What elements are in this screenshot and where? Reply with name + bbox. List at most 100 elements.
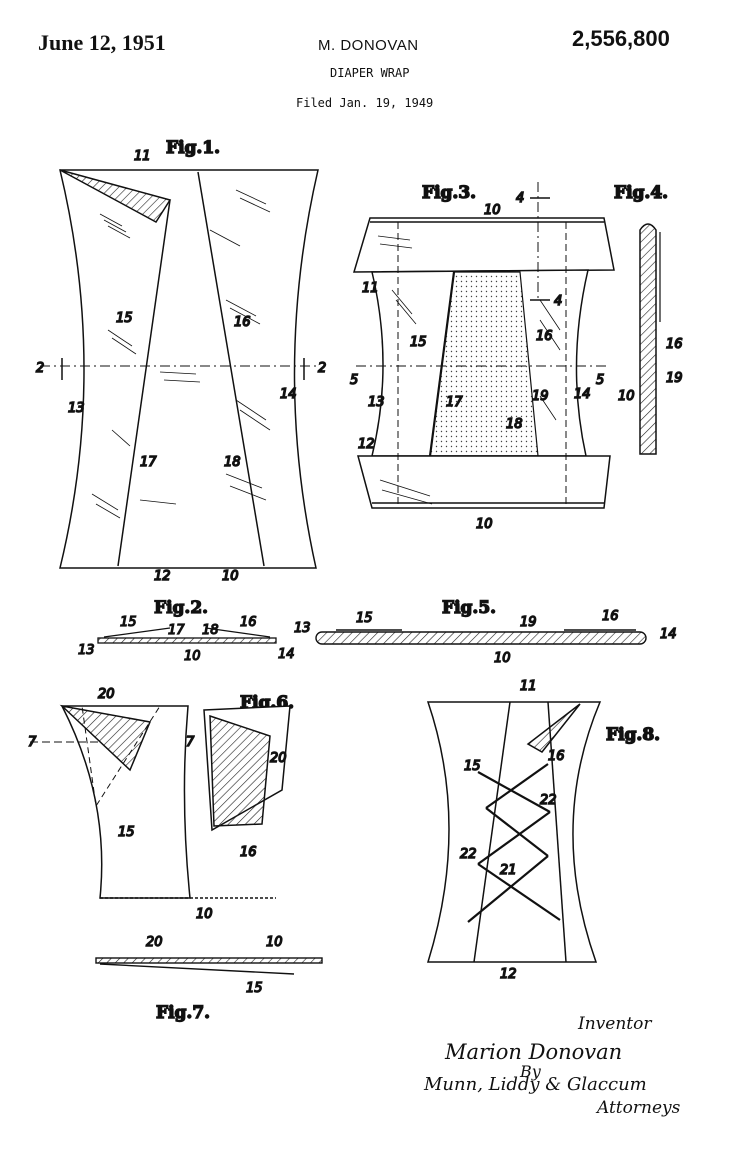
ref-19-fig5: 19: [520, 615, 537, 630]
ref-20-fig7: 20: [146, 935, 163, 950]
ref-13: 13: [68, 401, 85, 416]
ref-11-fig3: 11: [362, 281, 379, 296]
ref-16-fig2: 16: [240, 615, 257, 630]
attorney-firm-signature: Munn, Liddy & Glaccum: [424, 1074, 647, 1095]
inventor-header: M. DONOVAN: [318, 37, 419, 54]
ref-10-fig3-top: 10: [484, 203, 501, 218]
fig8-label: Fig.8.: [606, 725, 660, 745]
figure-2: Fig.2. 15 17 18 16 13 10 14: [77, 597, 295, 664]
ref-15-fig5: 15: [356, 611, 373, 626]
filed-date: Filed Jan. 19, 1949: [296, 96, 434, 110]
ref-19-fig4: 19: [666, 371, 683, 386]
patent-number: 2,556,800: [572, 26, 670, 51]
ref-22-fig8-right: 22: [540, 793, 557, 808]
fig1-panel-edge-17: [117, 199, 171, 567]
ref-17-fig3: 17: [446, 395, 463, 410]
ref-15: 15: [116, 311, 133, 326]
fig2-section: [97, 637, 277, 644]
ref-16-fig4: 16: [666, 337, 683, 352]
fig5-label: Fig.5.: [442, 598, 496, 618]
ref-17: 17: [140, 455, 157, 470]
ref-12-fig8: 12: [500, 967, 517, 982]
fig3-top-band: [352, 217, 615, 273]
ref-15-fig6: 15: [118, 825, 135, 840]
fig8-outline: [426, 701, 602, 963]
fig1-label: Fig.1.: [166, 138, 220, 158]
ref-16-fig5: 16: [602, 609, 619, 624]
ref-2-right: 2: [318, 361, 326, 376]
ref-10-fig6: 10: [196, 907, 213, 922]
fig2-panel-15: [103, 627, 171, 638]
ref-14-fig3: 14: [574, 387, 591, 402]
inventor-label: Inventor: [578, 1014, 652, 1034]
ref-22-fig8-left: 22: [460, 847, 477, 862]
fig6-pad-20: [209, 714, 271, 827]
ref-16-fig8: 16: [548, 749, 565, 764]
figure-3: Fig.3. 10 4 4 11 15 16 5 5 13 14 17 19: [349, 182, 615, 533]
attorneys-label: Attorneys: [597, 1098, 681, 1118]
fig8-folded-corner: [526, 703, 581, 753]
inventor-signature: Marion Donovan: [445, 1040, 623, 1064]
ref-18-fig3: 18: [506, 417, 523, 432]
fig4-label: Fig.4.: [614, 183, 668, 203]
ref-7-left: 7: [28, 735, 37, 750]
ref-5-left: 5: [350, 373, 358, 388]
ref-14-fig2: 14: [278, 647, 295, 662]
ref-5-right: 5: [596, 373, 604, 388]
ref-4-top: 4: [516, 191, 524, 206]
ref-15-fig7: 15: [246, 981, 263, 996]
ref-19-fig3: 19: [532, 389, 549, 404]
ref-14-fig5: 14: [660, 627, 677, 642]
patent-title: DIAPER WRAP: [330, 66, 410, 80]
fig1-panel-edge-18: [197, 171, 265, 567]
ref-11-fig8: 11: [520, 679, 537, 694]
ref-13-fig5: 13: [294, 621, 311, 636]
ref-14: 14: [280, 387, 297, 402]
ref-18: 18: [224, 455, 241, 470]
figure-4: Fig.4. 16 19 10: [613, 182, 683, 455]
fig2-panel-16: [205, 627, 271, 638]
ref-16: 16: [234, 315, 251, 330]
ref-12: 12: [154, 569, 171, 584]
ref-12-fig3: 12: [358, 437, 375, 452]
ref-10-fig4: 10: [618, 389, 635, 404]
patent-date: June 12, 1951: [38, 30, 166, 55]
ref-4-bottom: 4: [554, 294, 562, 309]
fig5-section: [315, 631, 647, 645]
ref-20-fig6-top: 20: [98, 687, 115, 702]
fig3-label: Fig.3.: [422, 183, 476, 203]
by-label: By: [520, 1062, 541, 1081]
figure-5: Fig.5. 13 15 19 16 14 10: [293, 597, 677, 666]
ref-15-fig2: 15: [120, 615, 137, 630]
ref-15-fig8: 15: [464, 759, 481, 774]
fig7-label: Fig.7.: [156, 1003, 210, 1023]
ref-11: 11: [134, 149, 151, 164]
ref-21-fig8: 21: [500, 863, 517, 878]
fig2-label: Fig.2.: [154, 598, 208, 618]
figure-6: Fig.6. 20 7 7 20 15 16 10: [27, 686, 295, 923]
ref-10-fig2: 10: [184, 649, 201, 664]
fig3-bottom-band: [357, 455, 611, 509]
ref-20-fig6-right: 20: [270, 751, 287, 766]
ref-13-fig3: 13: [368, 395, 385, 410]
ref-18-fig2: 18: [202, 623, 219, 638]
fig8-lacing-21: [467, 763, 561, 923]
fig1-folded-corner: [59, 169, 172, 223]
ref-17-fig2: 17: [168, 623, 185, 638]
ref-16-fig6: 16: [240, 845, 257, 860]
figure-7: 20 10 15 Fig.7.: [95, 934, 323, 1024]
ref-15-fig3: 15: [410, 335, 427, 350]
fig4-section: [639, 223, 657, 455]
ref-10-fig7: 10: [266, 935, 283, 950]
fig1-outline: [59, 169, 319, 569]
ref-7-right: 7: [186, 735, 195, 750]
ref-13-fig2: 13: [78, 643, 95, 658]
figure-8: Fig.8. 11 15 16 22 22 21 12: [426, 678, 661, 983]
fig7-panel-15: [99, 963, 295, 975]
ref-16-fig3: 16: [536, 329, 553, 344]
ref-10-fig3-bottom: 10: [476, 517, 493, 532]
fig7-section: [95, 957, 323, 964]
figure-1: Fig.1. 11 2 2 15 16 13 14 17 18 12 10: [35, 137, 327, 585]
ref-10: 10: [222, 569, 239, 584]
